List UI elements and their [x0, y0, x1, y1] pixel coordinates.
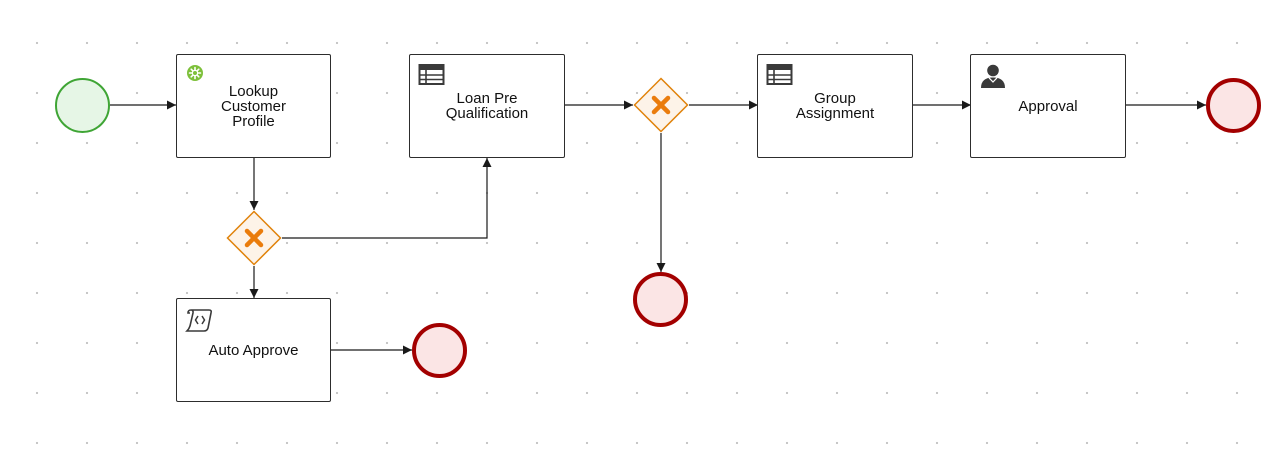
task-label: Group Assignment	[795, 90, 875, 122]
exclusive-x-icon	[651, 95, 671, 115]
flow-gateway1-to-prequal[interactable]	[282, 158, 492, 239]
task-label: Lookup Customer Profile	[220, 82, 287, 130]
task-label: Auto Approve	[208, 341, 299, 359]
script-task-icon	[185, 307, 213, 333]
business-rule-task-icon	[766, 63, 794, 89]
user-task-icon	[979, 63, 1007, 89]
start-event[interactable]	[55, 78, 110, 133]
exclusive-x-icon	[244, 228, 264, 248]
task-group-assignment[interactable]: Group Assignment	[757, 54, 913, 158]
task-approval[interactable]: Approval	[970, 54, 1126, 158]
end-event-auto-approve[interactable]	[412, 323, 467, 378]
task-label: Loan Pre Qualification	[445, 90, 529, 122]
task-lookup-customer-profile[interactable]: Lookup Customer Profile	[176, 54, 331, 158]
service-task-icon	[186, 64, 204, 82]
exclusive-gateway-2[interactable]	[633, 77, 689, 133]
end-event-final[interactable]	[1206, 78, 1261, 133]
end-event-rejected[interactable]	[633, 272, 688, 327]
business-rule-task-icon	[418, 63, 446, 89]
task-auto-approve[interactable]: Auto Approve	[176, 298, 331, 402]
exclusive-gateway-1[interactable]	[226, 210, 282, 266]
task-label: Approval	[1018, 97, 1078, 115]
task-loan-pre-qualification[interactable]: Loan Pre Qualification	[409, 54, 565, 158]
